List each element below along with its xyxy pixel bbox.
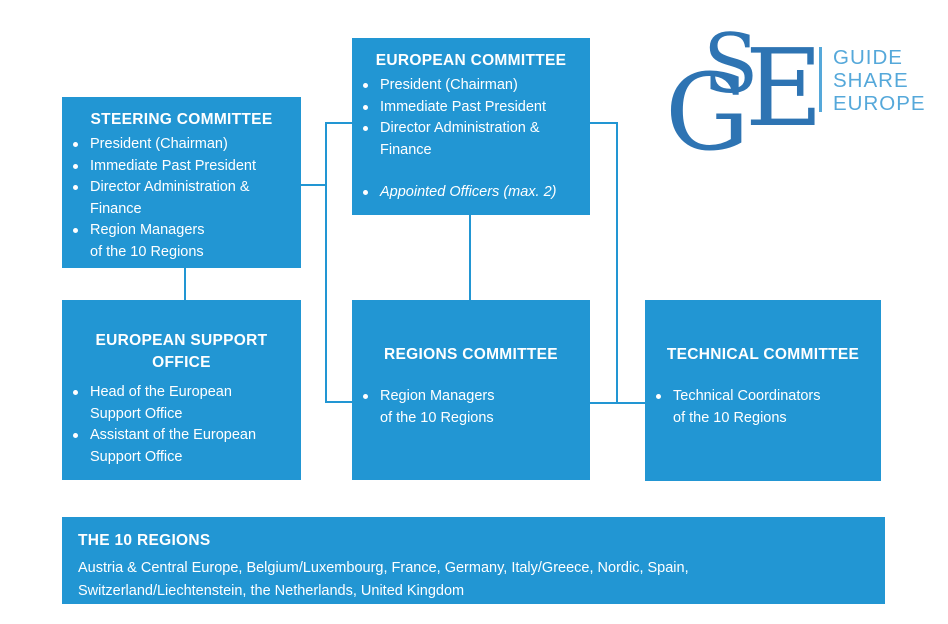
regions-committee-title: REGIONS COMMITTEE [384,346,558,363]
logo-wordmark-share: SHARE [833,69,909,92]
european-support-office-list: Head of the European Support Office Assi… [62,382,301,468]
regions-committee-box: REGIONS COMMITTEE Region Managers of the… [352,300,590,480]
connector-line-steering-to-eso [184,268,186,300]
regions-committee-list: Region Managers of the 10 Regions [352,386,590,429]
european-committee-box: EUROPEAN COMMITTEE President (Chairman) … [352,38,590,215]
list-item: Technical Coordinators of the 10 Regions [645,386,881,429]
logo-letter-s-icon: S [703,18,759,112]
connector-line-regions-to-technical [590,402,645,404]
list-item: Director Administration & Finance [62,177,301,220]
list-item: Region Managers of the 10 Regions [352,386,590,429]
list-item: President (Chairman) [62,134,301,156]
list-item: Immediate Past President [62,156,301,178]
steering-committee-box: STEERING COMMITTEE President (Chairman) … [62,97,301,268]
list-item: Head of the European Support Office [62,382,301,425]
connector-line-european-to-regions [469,215,471,300]
logo-letter-e-icon: E [745,27,823,151]
steering-committee-list: President (Chairman) Immediate Past Pres… [62,134,301,263]
list-item: President (Chairman) [352,75,590,97]
technical-committee-list: Technical Coordinators of the 10 Regions [645,386,881,429]
technical-committee-box: TECHNICAL COMMITTEE Technical Coordinato… [645,300,881,481]
connector-line-vertical-right [616,122,618,404]
technical-committee-title: TECHNICAL COMMITTEE [666,346,860,363]
connector-line-european-left [327,122,352,124]
european-support-office-box: EUROPEAN SUPPORT OFFICE Head of the Euro… [62,300,301,480]
ten-regions-box: THE 10 REGIONS Austria & Central Europe,… [62,517,885,604]
list-item: Region Managers of the 10 Regions [62,220,301,263]
ten-regions-title: THE 10 REGIONS [78,532,211,549]
ten-regions-list-text: Austria & Central Europe, Belgium/Luxemb… [78,560,689,599]
connector-line-european-right [590,122,616,124]
european-committee-title: EUROPEAN COMMITTEE [375,52,567,69]
logo-letter-g-icon: G [665,51,750,158]
gse-logo: S G E GUIDE SHARE EUROPE [665,18,926,158]
european-support-office-title: EUROPEAN SUPPORT OFFICE [95,332,268,371]
logo-wordmark-guide: GUIDE [833,46,903,69]
list-item: Assistant of the European Support Office [62,425,301,468]
logo-divider-bar [819,47,822,112]
list-item: Director Administration & Finance [352,118,590,161]
steering-committee-title: STEERING COMMITTEE [90,111,273,128]
list-item: Immediate Past President [352,97,590,119]
connector-line-vertical-left [325,122,327,403]
connector-line-regions-left [327,401,352,403]
list-item-appointed-officers: Appointed Officers (max. 2) [352,182,590,204]
connector-line-steering-right [301,184,325,186]
european-committee-list: President (Chairman) Immediate Past Pres… [352,75,590,204]
logo-wordmark-europe: EUROPE [833,92,926,115]
